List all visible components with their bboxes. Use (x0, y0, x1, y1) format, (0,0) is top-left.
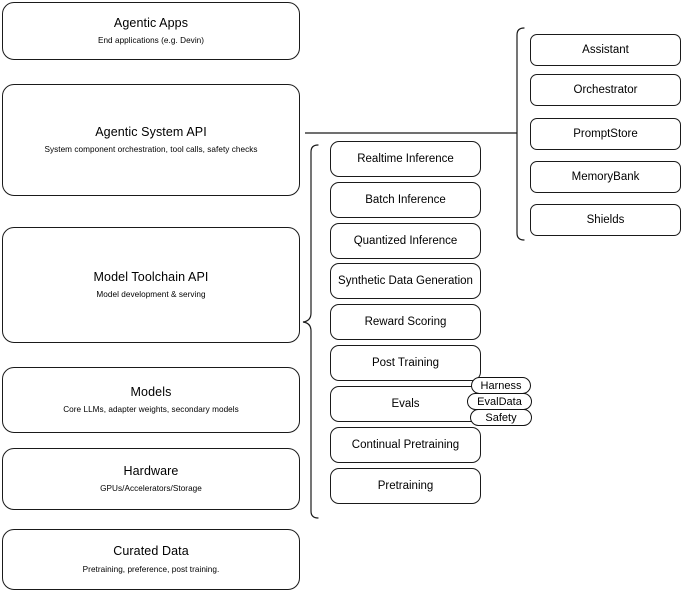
layer-block-agentic-system-api[interactable]: Agentic System API System component orch… (2, 84, 300, 196)
layer-subtitle: Core LLMs, adapter weights, secondary mo… (63, 405, 239, 415)
component-label: Assistant (582, 43, 629, 56)
capability-label: Quantized Inference (353, 234, 458, 247)
layer-title: Curated Data (113, 544, 189, 559)
component-assistant[interactable]: Assistant (530, 34, 681, 66)
capability-label: Evals (391, 397, 420, 410)
capability-label: Reward Scoring (364, 315, 447, 328)
eval-badge-harness[interactable]: Harness (471, 377, 531, 394)
component-shields[interactable]: Shields (530, 204, 681, 236)
layer-subtitle: End applications (e.g. Devin) (97, 36, 205, 46)
layer-title: Model Toolchain API (93, 269, 209, 284)
capability-continual-pretraining[interactable]: Continual Pretraining (330, 427, 481, 463)
capability-synthetic-data-generation[interactable]: Synthetic Data Generation (330, 263, 481, 299)
layer-title: Hardware (123, 463, 179, 478)
eval-badge-evaldata[interactable]: EvalData (467, 393, 532, 410)
capability-label: Pretraining (377, 479, 434, 492)
component-promptstore[interactable]: PromptStore (530, 118, 681, 150)
capability-batch-inference[interactable]: Batch Inference (330, 182, 481, 218)
capability-label: Post Training (371, 356, 440, 369)
capability-label: Continual Pretraining (351, 438, 460, 451)
capability-label: Realtime Inference (357, 152, 454, 165)
component-label: Orchestrator (573, 83, 638, 96)
eval-badge-label: EvalData (477, 395, 522, 408)
layer-title: Agentic Apps (113, 15, 189, 30)
component-label: PromptStore (573, 127, 638, 140)
layer-block-hardware[interactable]: Hardware GPUs/Accelerators/Storage (2, 448, 300, 510)
capability-pretraining[interactable]: Pretraining (330, 468, 481, 504)
eval-badge-safety[interactable]: Safety (470, 409, 532, 426)
component-orchestrator[interactable]: Orchestrator (530, 74, 681, 106)
component-label: MemoryBank (571, 170, 640, 183)
capability-reward-scoring[interactable]: Reward Scoring (330, 304, 481, 340)
component-memorybank[interactable]: MemoryBank (530, 161, 681, 193)
layer-block-models[interactable]: Models Core LLMs, adapter weights, secon… (2, 367, 300, 433)
component-label: Shields (586, 213, 625, 226)
layer-title: Agentic System API (95, 124, 207, 139)
capability-evals[interactable]: Evals (330, 386, 481, 422)
capability-label: Batch Inference (365, 193, 446, 206)
layer-subtitle: System component orchestration, tool cal… (44, 145, 258, 155)
eval-badge-label: Safety (485, 411, 517, 424)
layer-subtitle: Pretraining, preference, post training. (82, 564, 220, 574)
brace-components (516, 27, 525, 241)
layer-subtitle: GPUs/Accelerators/Storage (100, 484, 202, 494)
capability-label: Synthetic Data Generation (338, 274, 473, 287)
eval-badge-label: Harness (480, 379, 522, 392)
capability-realtime-inference[interactable]: Realtime Inference (330, 141, 481, 177)
layer-title: Models (130, 384, 172, 399)
capability-post-training[interactable]: Post Training (330, 345, 481, 381)
capability-quantized-inference[interactable]: Quantized Inference (330, 223, 481, 259)
layer-block-model-toolchain-api[interactable]: Model Toolchain API Model development & … (2, 227, 300, 343)
layer-block-agentic-apps[interactable]: Agentic Apps End applications (e.g. Devi… (2, 2, 300, 60)
layer-block-curated-data[interactable]: Curated Data Pretraining, preference, po… (2, 529, 300, 590)
brace-toolchain (302, 144, 319, 519)
layer-subtitle: Model development & serving (96, 290, 206, 300)
